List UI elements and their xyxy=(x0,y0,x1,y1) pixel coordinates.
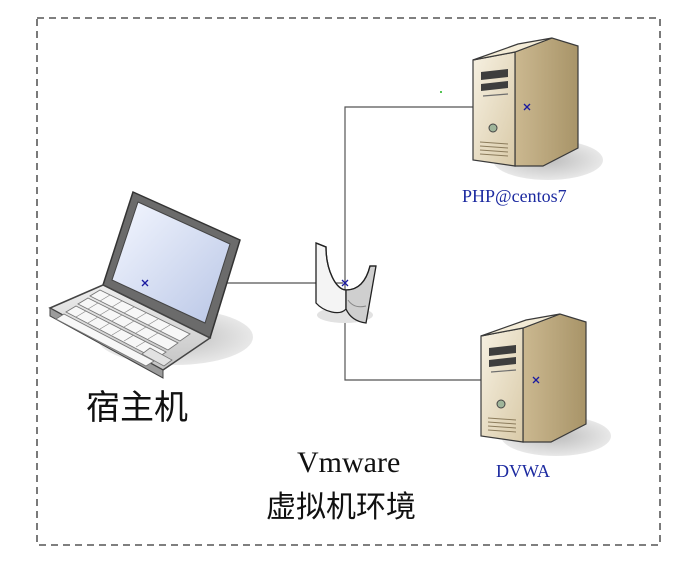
environment-title-line2: 虚拟机环境 xyxy=(266,490,416,525)
switch-to-php-connector xyxy=(344,106,527,292)
host-label: 宿主机 xyxy=(86,388,188,428)
stray-dot xyxy=(440,91,442,93)
dvwa-server-label: DVWA xyxy=(496,461,550,481)
laptop-icon xyxy=(48,190,253,379)
switch-endpoint-marker xyxy=(341,279,349,287)
server-dvwa-icon xyxy=(480,313,611,456)
server-php-icon xyxy=(472,37,603,180)
host-endpoint-marker xyxy=(141,279,149,287)
environment-title-line1: Vmware xyxy=(297,446,401,479)
switch-icon xyxy=(315,242,377,324)
php-endpoint-marker xyxy=(523,103,531,111)
dvwa-endpoint-marker xyxy=(532,376,540,384)
php-server-label: PHP@centos7 xyxy=(462,186,567,206)
